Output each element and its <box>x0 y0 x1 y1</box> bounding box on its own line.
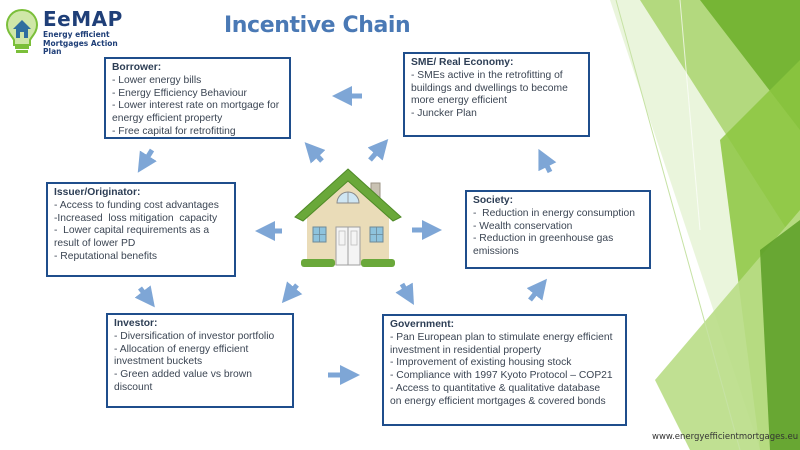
investor-line: discount <box>114 382 286 395</box>
issuer-line: -Increased loss mitigation capacity <box>54 213 228 226</box>
eemap-logo: EeMAP Energy efficient Mortgages Action … <box>5 5 135 61</box>
footer-website-link[interactable]: www.energyefficientmortgages.eu <box>652 432 798 442</box>
sme-heading: SME/ Real Economy: <box>411 57 582 70</box>
government-box: Government: - Pan European plan to stimu… <box>382 314 627 426</box>
issuer-line: - Reputational benefits <box>54 251 228 264</box>
issuer-line: result of lower PD <box>54 238 228 251</box>
sme-line: buildings and dwellings to become <box>411 83 582 96</box>
page-title: Incentive Chain <box>224 13 410 38</box>
borrower-line: - Energy Efficiency Behaviour <box>112 88 283 101</box>
borrower-box: Borrower: - Lower energy bills - Energy … <box>104 57 291 139</box>
sme-line: - Juncker Plan <box>411 108 582 121</box>
government-line: - Improvement of existing housing stock <box>390 357 619 370</box>
society-box: Society: - Reduction in energy consumpti… <box>465 190 651 269</box>
society-line: - Reduction in greenhouse gas <box>473 233 643 246</box>
sme-real-economy-box: SME/ Real Economy: - SMEs active in the … <box>403 52 590 137</box>
logo-brand: EeMAP <box>43 7 123 31</box>
issuer-line: - Access to funding cost advantages <box>54 200 228 213</box>
house-icon <box>293 165 403 270</box>
government-line: - Access to quantitative & qualitative d… <box>390 383 619 396</box>
borrower-line: - Lower interest rate on mortgage for <box>112 100 283 113</box>
issuer-heading: Issuer/Originator: <box>54 187 228 200</box>
logo-tagline: Energy efficient Mortgages Action Plan <box>43 31 133 57</box>
borrower-line: - Free capital for retrofitting <box>112 126 283 139</box>
government-line: on energy efficient mortgages & covered … <box>390 396 619 409</box>
house-lightbulb-icon <box>5 7 39 57</box>
issuer-line: - Lower capital requirements as a <box>54 225 228 238</box>
investor-line: - Green added value vs brown <box>114 369 286 382</box>
society-heading: Society: <box>473 195 643 208</box>
borrower-line: energy efficient property <box>112 113 283 126</box>
issuer-originator-box: Issuer/Originator: - Access to funding c… <box>46 182 236 277</box>
sme-line: more energy efficient <box>411 95 582 108</box>
government-line: - Pan European plan to stimulate energy … <box>390 332 619 345</box>
investor-heading: Investor: <box>114 318 286 331</box>
society-line: emissions <box>473 246 643 259</box>
borrower-line: - Lower energy bills <box>112 75 283 88</box>
government-heading: Government: <box>390 319 619 332</box>
government-line: - Compliance with 1997 Kyoto Protocol – … <box>390 370 619 383</box>
borrower-heading: Borrower: <box>112 62 283 75</box>
investor-line: - Allocation of energy efficient <box>114 344 286 357</box>
society-line: - Reduction in energy consumption <box>473 208 643 221</box>
investor-line: - Diversification of investor portfolio <box>114 331 286 344</box>
sme-line: - SMEs active in the retrofitting of <box>411 70 582 83</box>
government-line: investment in residential property <box>390 345 619 358</box>
society-line: - Wealth conservation <box>473 221 643 234</box>
investor-line: investment buckets <box>114 356 286 369</box>
investor-box: Investor: - Diversification of investor … <box>106 313 294 408</box>
